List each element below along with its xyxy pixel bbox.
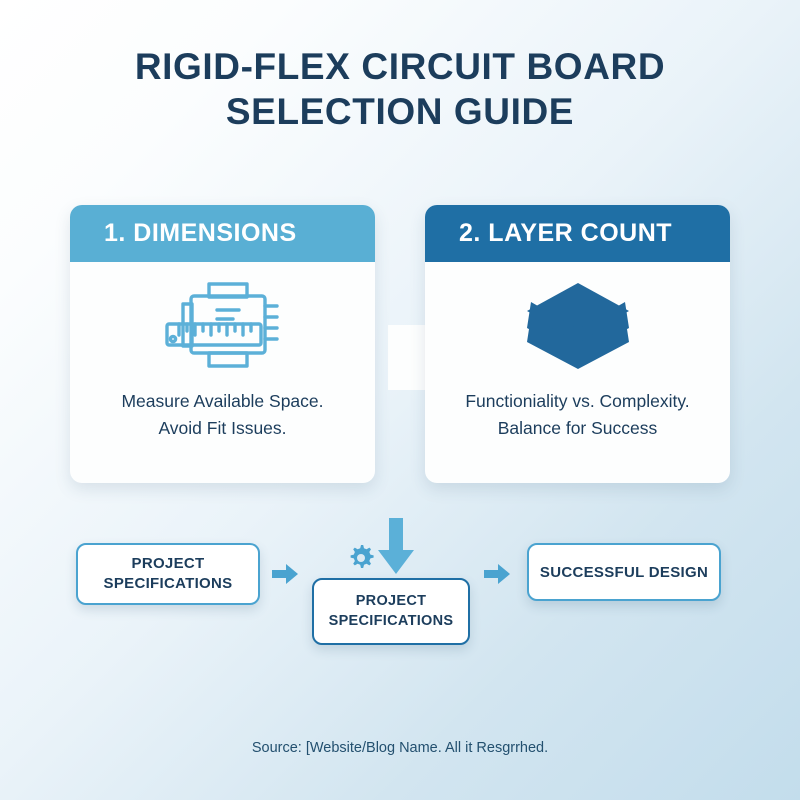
flow-box-2-line-1: PROJECT <box>355 592 427 609</box>
flow-box-3-label: SUCCESSFUL DESIGN <box>539 563 709 581</box>
gear-icon <box>348 545 374 571</box>
flow-box-1-line-2: SPECIFICATIONS <box>103 575 233 592</box>
arrow-down-icon <box>378 518 414 574</box>
card-layer-count[interactable]: 2. LAYER COUNT Functioniality vs. Comple… <box>425 205 730 483</box>
card-layer-count-header: 2. LAYER COUNT <box>425 205 730 262</box>
source-footer: Source: [Website/Blog Name. All it Resgr… <box>251 740 549 756</box>
card-layer-count-body-line-2: Balance for Success <box>497 418 658 439</box>
card-layer-count-body-line-1: Functioniality vs. Complexity. <box>465 391 690 411</box>
flow-box-project-specifications-2[interactable]: PROJECT SPECIFICATIONS <box>312 578 470 645</box>
page-title-line-1: RIGID-FLEX CIRCUIT BOARD <box>134 46 666 87</box>
card-dimensions-body: Measure Available Space. Avoid Fit Issue… <box>70 388 375 442</box>
stacked-layers-icon <box>425 262 730 388</box>
card-layer-count-body: Functioniality vs. Complexity. Balance f… <box>425 388 730 442</box>
flow-box-project-specifications-1[interactable]: PROJECT SPECIFICATIONS <box>76 543 260 605</box>
page-title-line-2: SELECTION GUIDE <box>225 91 575 133</box>
flow-box-2-line-2: SPECIFICATIONS <box>328 612 454 629</box>
card-dimensions-body-line-2: Avoid Fit Issues. <box>158 418 287 439</box>
flow-box-successful-design[interactable]: SUCCESSFUL DESIGN <box>527 543 721 601</box>
page-title: RIGID-FLEX CIRCUIT BOARD SELECTION GUIDE <box>0 44 800 134</box>
flow-box-1-line-1: PROJECT <box>131 554 205 572</box>
process-flow: PROJECT SPECIFICATIONS PROJECT SPECIFICA… <box>0 510 800 660</box>
card-dimensions[interactable]: 1. DIMENSIONS <box>70 205 375 483</box>
arrow-right-icon-2 <box>484 563 510 585</box>
arrow-right-icon <box>272 563 298 585</box>
card-dimensions-body-line-1: Measure Available Space. <box>121 391 324 411</box>
circuit-board-ruler-icon <box>70 262 375 388</box>
card-dimensions-header: 1. DIMENSIONS <box>70 205 375 262</box>
cards-section: 1. DIMENSIONS <box>70 205 730 483</box>
